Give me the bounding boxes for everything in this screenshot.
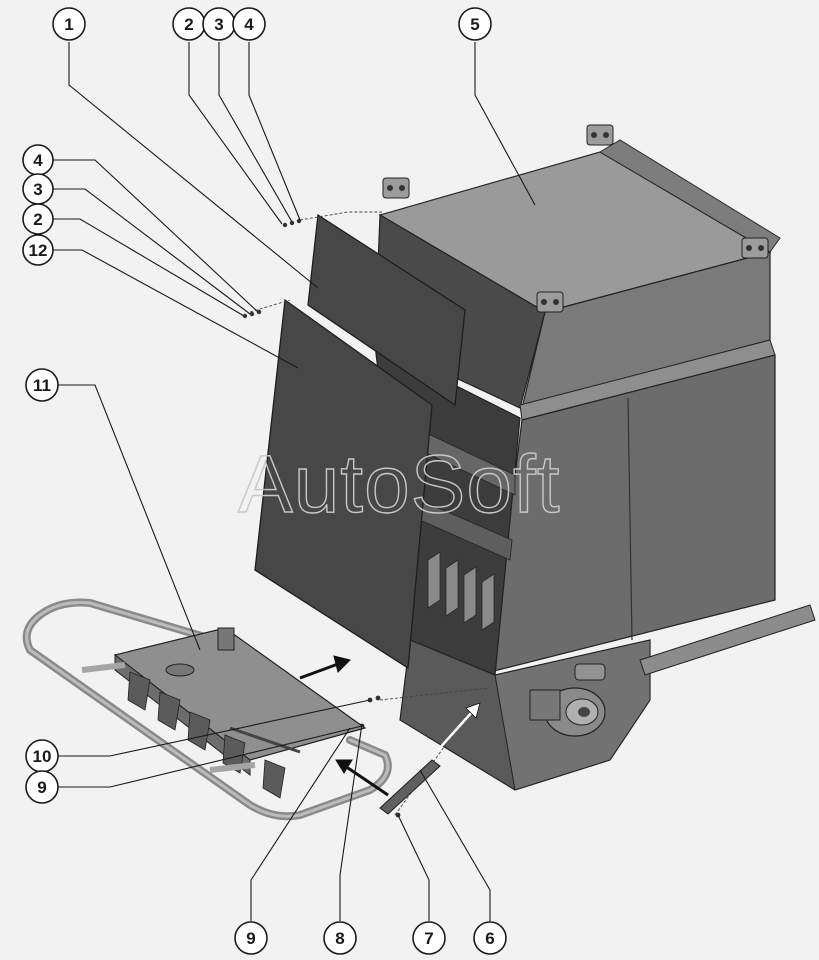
callout-429-938: 7 xyxy=(412,921,446,955)
callout-label: 4 xyxy=(244,15,254,34)
callout-69-22: 1 xyxy=(52,7,86,41)
fastener-alignment-lines xyxy=(249,211,489,816)
callout-label: 7 xyxy=(424,929,433,948)
callout-label: 5 xyxy=(470,15,479,34)
callout-38-189: 3 xyxy=(22,173,54,205)
support-rod xyxy=(379,759,441,815)
leader-lines xyxy=(42,42,536,921)
drive-motor xyxy=(529,663,606,737)
tray-assembly xyxy=(22,598,392,821)
callout-label: 6 xyxy=(485,929,494,948)
callout-42-756: 10 xyxy=(25,739,59,773)
upper-cover-plate xyxy=(307,213,466,407)
callout-42-787: 9 xyxy=(25,770,59,804)
callout-label: 3 xyxy=(214,15,223,34)
callout-475-24: 5 xyxy=(458,7,492,41)
callout-490-938: 6 xyxy=(473,921,507,955)
lower-cover-plate xyxy=(254,298,433,670)
callout-label: 9 xyxy=(37,778,46,797)
watermark: AutoSoft xyxy=(238,439,561,530)
callout-38-219: 2 xyxy=(22,203,54,235)
callout-label: 12 xyxy=(29,241,48,260)
callout-label: 2 xyxy=(33,210,42,229)
callout-label: 10 xyxy=(33,747,52,766)
callout-label: 2 xyxy=(184,15,193,34)
callout-label: 4 xyxy=(33,151,43,170)
callout-42-385: 11 xyxy=(25,368,59,402)
callout-label: 9 xyxy=(246,929,255,948)
callout-label: 1 xyxy=(64,15,73,34)
callout-38-250: 12 xyxy=(22,234,54,266)
assembly-arrows xyxy=(299,655,481,797)
callout-label: 8 xyxy=(335,929,344,948)
callout-38-160: 4 xyxy=(22,144,54,176)
callout-label: 11 xyxy=(33,376,51,395)
callout-340-938: 8 xyxy=(323,921,357,955)
callout-249-24: 4 xyxy=(232,7,266,41)
callout-189-24: 2 xyxy=(172,7,206,41)
callout-219-24: 3 xyxy=(202,7,236,41)
callout-251-938: 9 xyxy=(234,921,268,955)
callout-label: 3 xyxy=(33,180,42,199)
